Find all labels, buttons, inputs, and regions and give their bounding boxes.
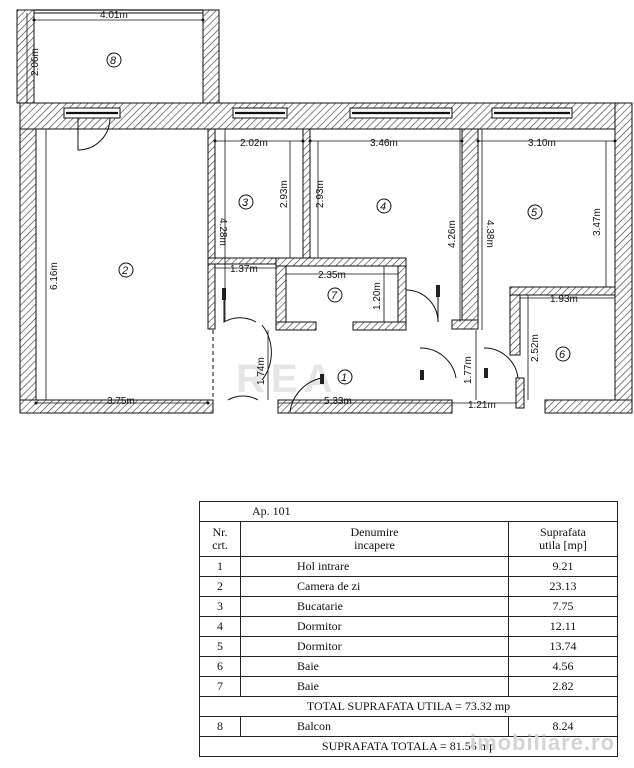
table-title: Ap. 101 [199, 501, 618, 522]
dim-bedroom4-height: 4.26m [447, 220, 458, 248]
row-nr: 3 [199, 596, 241, 617]
row-nr: 1 [199, 556, 241, 577]
watermark-brand: REA [236, 357, 338, 401]
dim-bedroom5-height: 4.38m [484, 220, 495, 248]
dim-hall-width: 5.33m [324, 396, 352, 407]
table-row: 5 Dormitor 13.74 [199, 636, 618, 657]
floor-plan: 4.01m 2.06m 2.02m 3.46m 3.10m 6.16m 3.75… [16, 9, 633, 414]
room-label-3: 3 [242, 197, 249, 209]
total-utila: TOTAL SUPRAFATA UTILA = 73.32 mp [199, 696, 618, 717]
watermark-site: imobiliare.ro [470, 730, 616, 755]
room-label-6: 6 [559, 349, 566, 361]
row-area: 2.82 [508, 676, 618, 697]
row-area: 23.13 [508, 576, 618, 597]
dim-kitchen-depth: 2.93m [279, 180, 290, 208]
dim-living-width: 3.75m [107, 396, 135, 407]
dim-kitchen-height: 4.28m [217, 218, 228, 246]
row-name: Dormitor [240, 636, 509, 657]
dim-balcony-height: 2.06m [30, 48, 41, 76]
col-name-header: Denumire incapere [240, 521, 509, 557]
row-name: Bucatarie [240, 596, 509, 617]
dim-bath7-height: 1.20m [372, 282, 383, 310]
row-name: Hol intrare [240, 556, 509, 577]
room-label-5: 5 [531, 207, 538, 219]
dim-corridor-vertical: 1.77m [463, 356, 474, 384]
row-area: 7.75 [508, 596, 618, 617]
dim-kitchen-low: 1.37m [230, 264, 258, 275]
dim-hall-vertical: 1.74m [256, 357, 267, 385]
col-area-header: Suprafata utila [mp] [508, 521, 618, 557]
balcony [16, 9, 220, 104]
balcony-wall-right [202, 9, 220, 104]
row-area: 13.74 [508, 636, 618, 657]
room-area-table: Ap. 101 Nr. crt. Denumire incapere Supra… [199, 501, 618, 757]
row-nr: 7 [199, 676, 241, 697]
row-area: 12.11 [508, 616, 618, 637]
row-name: Dormitor [240, 616, 509, 637]
row-name: Baie [240, 656, 509, 677]
dim-bedroom5-depth: 3.47m [592, 208, 603, 236]
row-name: Camera de zi [240, 576, 509, 597]
room-label-8: 8 [110, 55, 117, 67]
total-surface: SUPRAFATA TOTALA = 81.56 mp [199, 736, 618, 757]
table-row: 3 Bucatarie 7.75 [199, 596, 618, 617]
table-row: 2 Camera de zi 23.13 [199, 576, 618, 597]
table-row: 1 Hol intrare 9.21 [199, 556, 618, 577]
row-area: 4.56 [508, 656, 618, 677]
table-row: 7 Baie 2.82 [199, 676, 618, 697]
doors [77, 117, 519, 413]
room-label-7: 7 [331, 290, 338, 302]
row-nr: 6 [199, 656, 241, 677]
dim-bedroom5-width: 3.10m [528, 138, 556, 149]
dim-bedroom4-depth: 2.93m [315, 180, 326, 208]
row-nr: 4 [199, 616, 241, 637]
dim-bath7-width: 2.35m [318, 270, 346, 281]
dim-balcony-width: 4.01m [100, 10, 128, 21]
room-label-1: 1 [341, 372, 347, 384]
dim-bath6-width: 1.93m [550, 294, 578, 305]
interior-walls [207, 128, 616, 409]
row-area: 9.21 [508, 556, 618, 577]
room-label-4: 4 [380, 201, 386, 213]
row-nr: 2 [199, 576, 241, 597]
col-nr-header: Nr. crt. [199, 521, 241, 557]
table-row: 6 Baie 4.56 [199, 656, 618, 677]
row-name: Balcon [240, 716, 509, 737]
dim-corridor-width: 1.21m [468, 400, 496, 411]
room-label-2: 2 [121, 265, 128, 277]
row-name: Baie [240, 676, 509, 697]
dim-living-height: 6.16m [49, 262, 60, 290]
dim-bedroom4-width: 3.46m [370, 138, 398, 149]
table-row: 4 Dormitor 12.11 [199, 616, 618, 637]
dim-bath6-height: 2.52m [530, 334, 541, 362]
row-nr: 5 [199, 636, 241, 657]
row-nr: 8 [199, 716, 241, 737]
dim-kitchen-width: 2.02m [240, 138, 268, 149]
